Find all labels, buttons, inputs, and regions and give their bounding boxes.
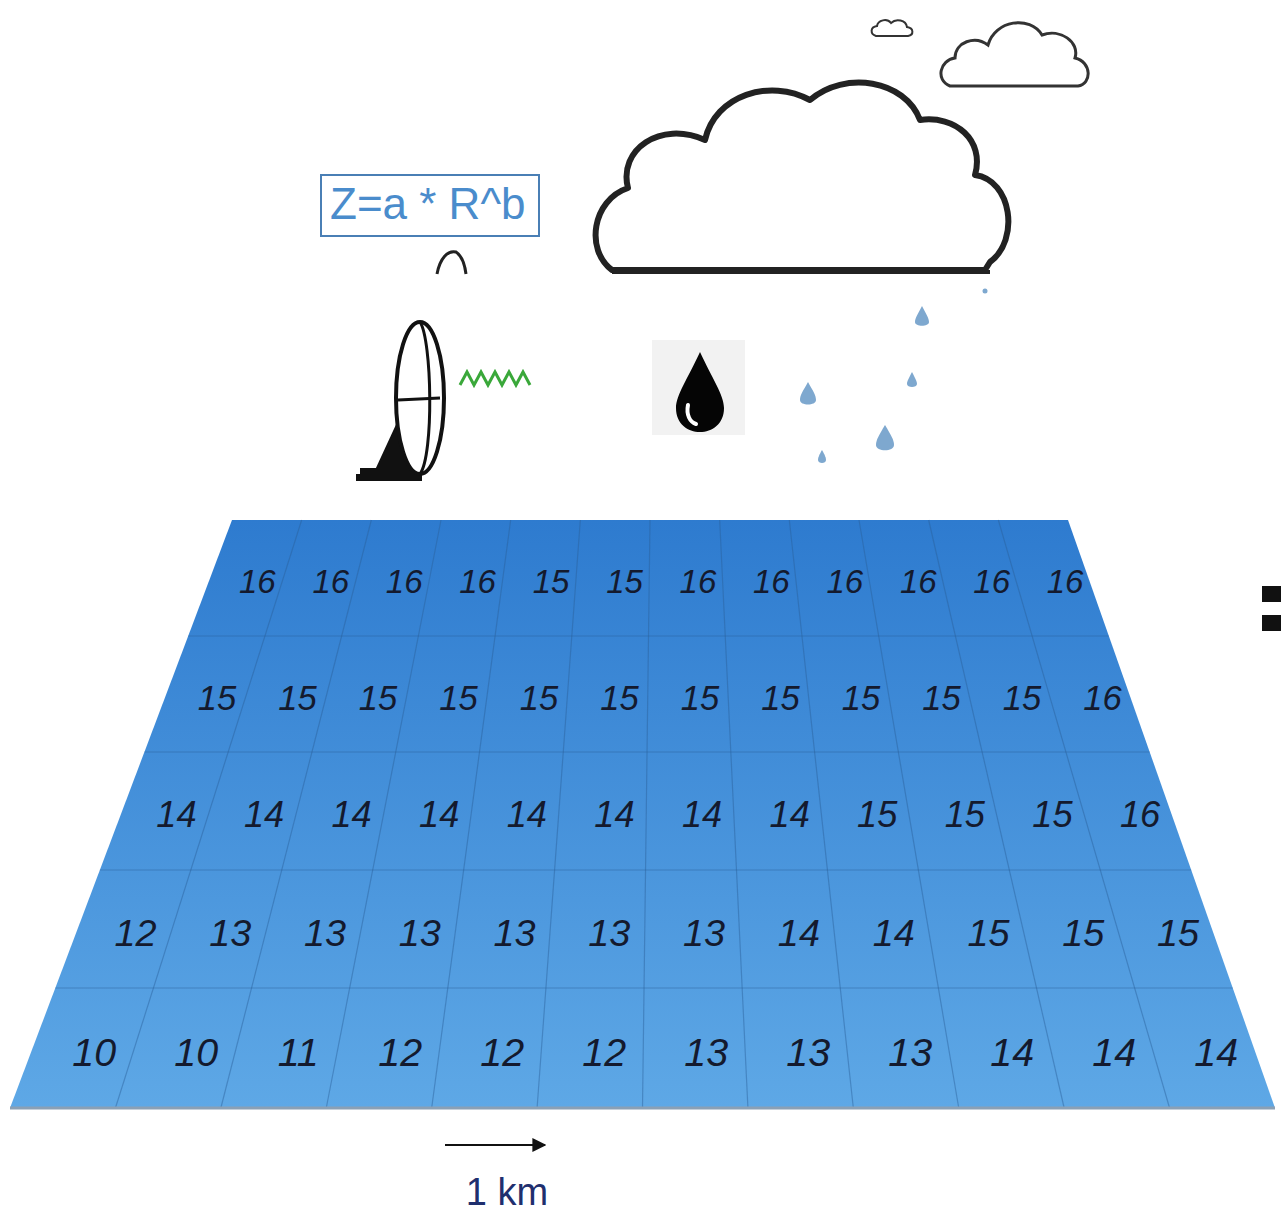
table-cell: 16: [753, 563, 790, 601]
table-cell: 10: [72, 1030, 116, 1075]
scale-label: 1 km: [466, 1171, 548, 1214]
table-cell: 14: [990, 1030, 1034, 1075]
table-cell: 15: [606, 563, 643, 601]
table-cell: 13: [399, 912, 441, 955]
table-cell: 13: [683, 912, 725, 955]
table-cell: 14: [507, 794, 547, 836]
table-cell: 15: [600, 679, 638, 718]
table-cell: 13: [786, 1030, 830, 1075]
table-cell: 13: [304, 912, 346, 955]
radar-wave: [460, 372, 530, 385]
table-cell: 16: [459, 563, 496, 601]
table-cell: 13: [588, 912, 630, 955]
table-cell: 16: [386, 563, 423, 601]
table-cell: 16: [680, 563, 717, 601]
table-cell: 12: [378, 1030, 422, 1075]
table-cell: 16: [1083, 679, 1121, 718]
table-cell: 12: [582, 1030, 626, 1075]
table-cell: 15: [1003, 679, 1041, 718]
table-cell: 13: [209, 912, 251, 955]
table-cell: 14: [873, 912, 915, 955]
table-cell: 13: [494, 912, 536, 955]
table-cell: 15: [1062, 912, 1104, 955]
table-cell: 16: [900, 563, 937, 601]
table-cell: 15: [967, 912, 1009, 955]
table-cell: 15: [1032, 794, 1072, 836]
cloud-base: [612, 270, 990, 274]
table-cell: 15: [439, 679, 477, 718]
formula-box: Z=a * R^b: [320, 174, 540, 237]
table-cell: 16: [1120, 794, 1160, 836]
table-cell: 12: [480, 1030, 524, 1075]
table-cell: 14: [594, 794, 634, 836]
table-cell: 15: [922, 679, 960, 718]
table-cell: 15: [278, 679, 316, 718]
table-cell: 11: [278, 1030, 319, 1075]
rain-grid: [10, 520, 1275, 1108]
table-cell: 15: [945, 794, 985, 836]
table-cell: 15: [533, 563, 570, 601]
scale-arrow: [445, 1144, 545, 1146]
table-cell: 15: [857, 794, 897, 836]
rain-cloud: [596, 83, 1009, 270]
table-cell: 15: [359, 679, 397, 718]
table-cell: 13: [684, 1030, 728, 1075]
water-drop: [676, 352, 724, 432]
table-cell: 14: [682, 794, 722, 836]
drop-tile: [652, 340, 745, 435]
table-cell: 14: [419, 794, 459, 836]
table-cell: 16: [973, 563, 1010, 601]
table-cell: 16: [1047, 563, 1084, 601]
table-cell: 14: [770, 794, 810, 836]
table-cell: 16: [826, 563, 863, 601]
radar-antenna: [356, 322, 444, 481]
grid-edge: [10, 1107, 1275, 1110]
table-cell: 15: [520, 679, 558, 718]
table-cell: 13: [888, 1030, 932, 1075]
raindrops: [800, 289, 988, 464]
grid-lines: [55, 520, 1232, 1108]
table-cell: 14: [1092, 1030, 1136, 1075]
tiny-cloud: [872, 20, 913, 36]
table-cell: 16: [239, 563, 276, 601]
table-cell: 14: [778, 912, 820, 955]
table-cell: 16: [312, 563, 349, 601]
table-cell: 14: [156, 794, 196, 836]
table-cell: 15: [681, 679, 719, 718]
table-cell: 15: [198, 679, 236, 718]
edge-mark: [1262, 615, 1281, 631]
small-cloud: [941, 23, 1088, 86]
edge-mark: [1262, 586, 1281, 602]
dish-arc: [437, 252, 466, 274]
table-cell: 10: [174, 1030, 218, 1075]
formula-text: Z=a * R^b: [330, 180, 530, 228]
table-cell: 15: [761, 679, 799, 718]
table-cell: 15: [1157, 912, 1199, 955]
table-cell: 12: [114, 912, 156, 955]
table-cell: 14: [1194, 1030, 1238, 1075]
table-cell: 15: [842, 679, 880, 718]
table-cell: 14: [331, 794, 371, 836]
table-cell: 14: [244, 794, 284, 836]
